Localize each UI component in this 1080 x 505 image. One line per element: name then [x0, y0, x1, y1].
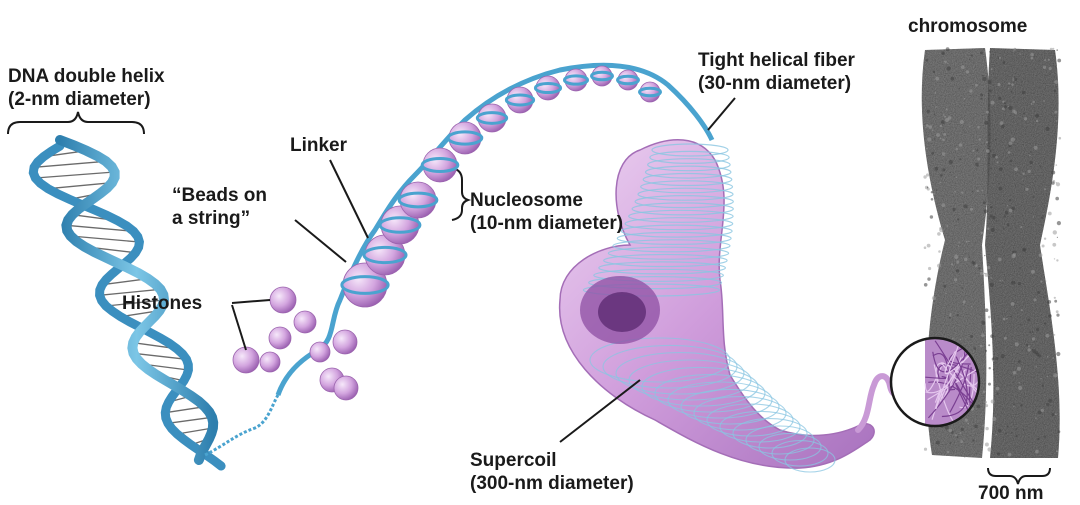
- chromosome-chromatid-right: [985, 48, 1060, 458]
- histones-leader-upper: [231, 299, 271, 304]
- nucleosome: [562, 68, 590, 92]
- dna-strand-back: [28, 141, 226, 471]
- histone-sphere: [269, 286, 297, 314]
- dna-double-helix: [28, 135, 280, 471]
- beads-leader: [294, 219, 347, 263]
- histone-sphere: [232, 346, 260, 374]
- dna-helix-title: DNA double helix: [8, 66, 165, 87]
- histones-label: Histones: [122, 293, 203, 314]
- nucleosome: [397, 181, 439, 219]
- linker-label: Linker: [290, 135, 348, 156]
- base-pair: [167, 416, 213, 424]
- tight-fiber-title: Tight helical fiber: [698, 50, 855, 71]
- supercoil-opening-inner: [598, 292, 646, 332]
- chromatin-magnifier: [889, 336, 981, 428]
- beads-line1: “Beads on: [172, 185, 268, 206]
- histones-leader-lower: [231, 304, 247, 351]
- tight-fiber-diameter: (30-nm diameter): [698, 73, 852, 94]
- base-pair: [35, 171, 115, 179]
- dna-strand-front: [55, 135, 219, 465]
- histone-sphere: [309, 341, 331, 363]
- tight-fiber-leader: [707, 97, 736, 131]
- tight-fiber-label: Tight helical fiber (30-nm diameter): [698, 49, 855, 95]
- chromatin-diagram: DNA double helix (2-nm diameter) Linker …: [7, 16, 1062, 504]
- histone-sphere: [333, 375, 359, 401]
- chromosome: [921, 47, 1062, 458]
- supercoil-diameter: (300-nm diameter): [470, 473, 634, 494]
- nucleosome: [638, 81, 662, 103]
- supercoil-label: Supercoil (300-nm diameter): [470, 449, 634, 495]
- base-pair: [47, 182, 113, 190]
- nucleosome: [616, 69, 640, 91]
- histone-sphere: [259, 351, 281, 373]
- linker-leader: [329, 159, 369, 239]
- histone-sphere: [293, 310, 317, 334]
- dna-thin-tail: [204, 394, 280, 457]
- histone-sphere: [268, 326, 292, 350]
- base-pair: [66, 224, 134, 232]
- base-pair: [176, 427, 214, 435]
- nucleosome: [590, 65, 614, 87]
- dna-helix-diameter: (2-nm diameter): [8, 89, 151, 110]
- supercoil-leader: [559, 379, 641, 443]
- scale-label: 700 nm: [978, 483, 1044, 504]
- nucleosome-label: Nucleosome (10-nm diameter): [470, 189, 623, 235]
- magnifier-ring: [889, 336, 981, 428]
- base-pair: [165, 406, 205, 414]
- nucleosome: [475, 103, 509, 133]
- nucleosome: [340, 262, 390, 308]
- dna-diameter-brace: [7, 111, 145, 135]
- nucleosome-brace: [451, 167, 472, 221]
- beads-on-a-string: [232, 62, 715, 401]
- base-pair: [70, 235, 140, 243]
- nucleosome: [446, 121, 484, 155]
- beads-line2: a string”: [172, 208, 251, 229]
- nucleosome-title: Nucleosome: [470, 190, 583, 211]
- chromosome-label: chromosome: [908, 16, 1028, 37]
- diagram-artwork: [7, 47, 1062, 485]
- nucleosome-beads: [340, 65, 662, 308]
- nucleosome: [362, 234, 408, 276]
- base-pair: [99, 288, 161, 296]
- beads-label: “Beads on a string”: [172, 184, 267, 230]
- base-pair: [105, 299, 165, 307]
- nucleosome: [504, 86, 536, 114]
- leader-lines: [231, 97, 736, 443]
- nucleosome: [420, 147, 460, 183]
- dna-helix-label: DNA double helix (2-nm diameter): [8, 65, 165, 111]
- base-pair: [34, 160, 106, 168]
- histone-sphere: [332, 329, 358, 355]
- nucleosome: [533, 75, 563, 101]
- supercoil-title: Supercoil: [470, 450, 557, 471]
- base-pair: [133, 352, 187, 360]
- nucleosome-diameter: (10-nm diameter): [470, 213, 624, 234]
- supercoil-rings: [582, 143, 836, 473]
- scale-brace: [987, 467, 1051, 485]
- magnified-chromatin-texture: [924, 338, 979, 425]
